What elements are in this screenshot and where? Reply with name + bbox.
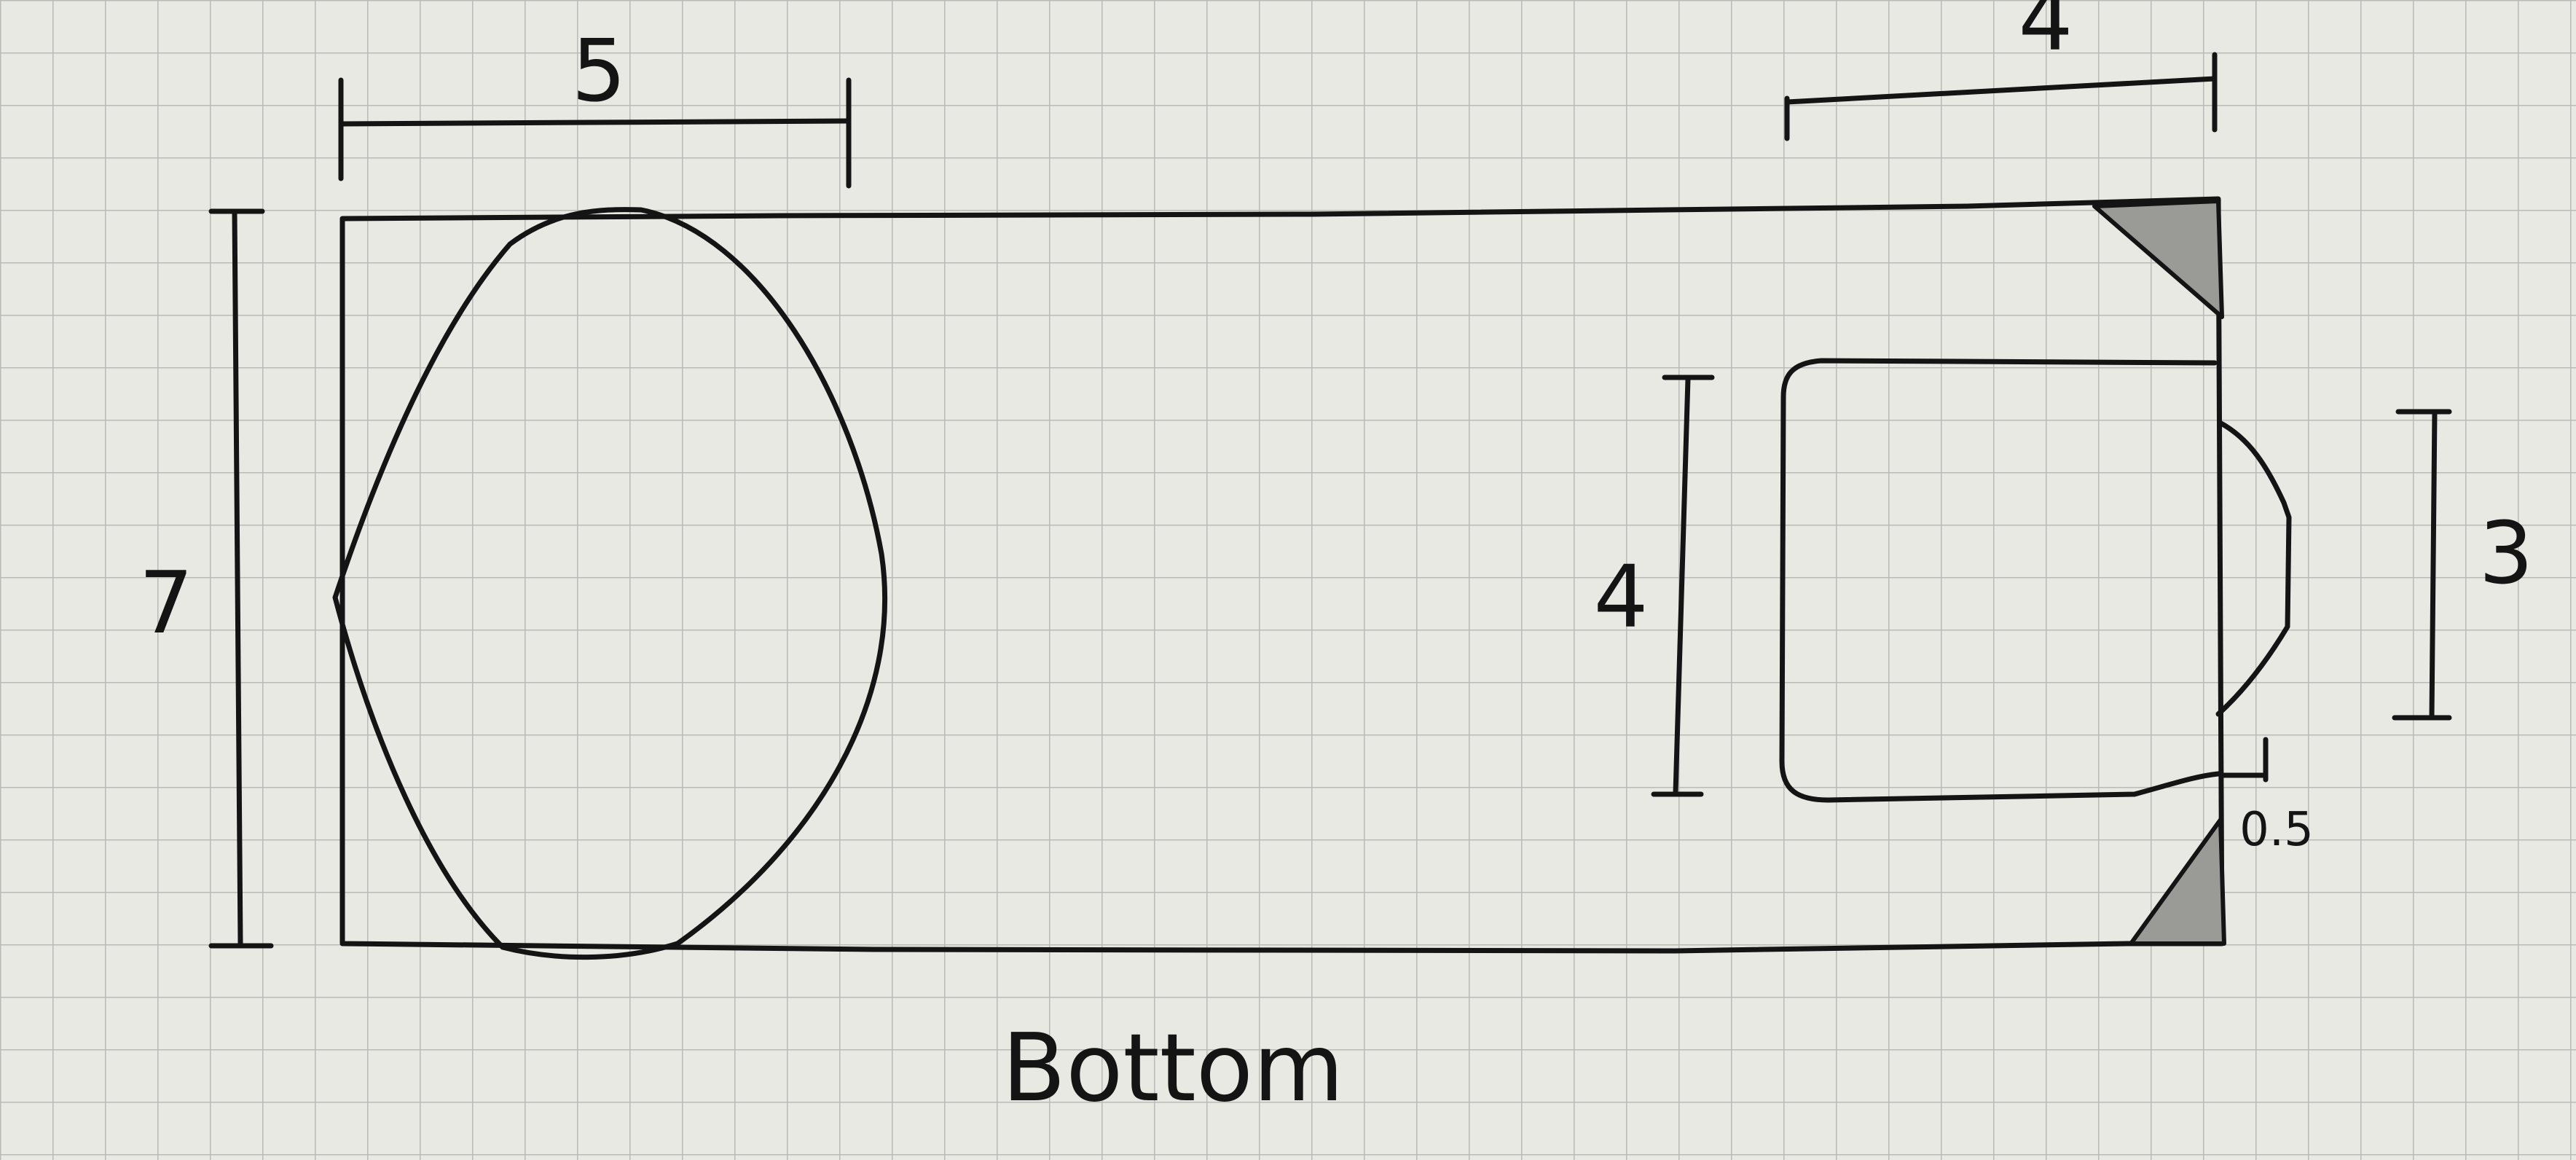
gap-label: 0.5 — [2239, 803, 2314, 857]
height-label-4: 4 — [1593, 546, 1648, 647]
side-bump — [2215, 420, 2292, 717]
gap-dimension: 0.5 — [2219, 737, 2314, 857]
height-dimension-7: 7 — [138, 208, 274, 949]
width-dimension-4: 4 — [1784, 0, 2218, 141]
height-label-3: 3 — [2478, 503, 2533, 603]
height-dimension-3: 3 — [2392, 409, 2534, 721]
bottom-right-chamfer — [2129, 818, 2226, 946]
width-label-5: 5 — [571, 20, 626, 121]
width-label-4: 4 — [2018, 0, 2073, 70]
height-label-7: 7 — [138, 552, 193, 653]
width-dimension-5: 5 — [338, 20, 852, 189]
view-label-bottom: Bottom — [1002, 1014, 1344, 1123]
inner-rounded-rectangle — [1779, 358, 2221, 803]
egg-outline — [332, 207, 888, 960]
height-dimension-4: 4 — [1593, 375, 1715, 797]
top-right-chamfer — [2092, 199, 2224, 319]
